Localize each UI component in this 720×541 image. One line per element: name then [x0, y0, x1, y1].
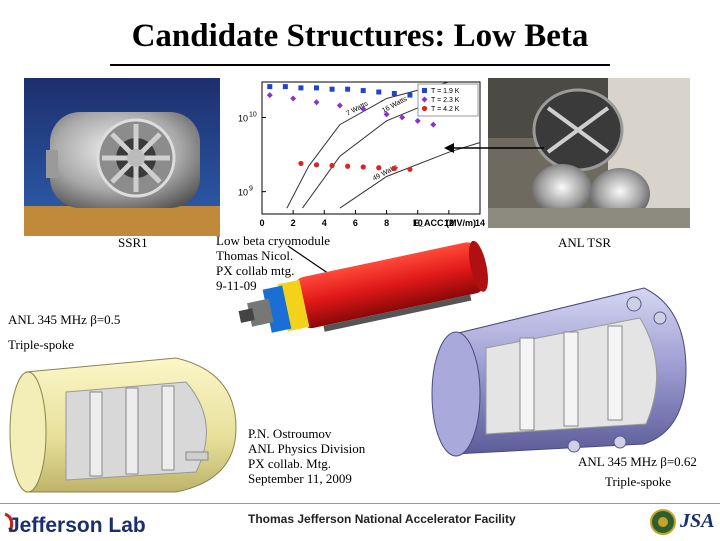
y-tick-exponent: 9	[249, 186, 253, 193]
data-point-2-3k	[360, 105, 367, 112]
data-point-1-9k	[267, 84, 273, 90]
data-point-4-2k	[407, 166, 413, 172]
cryomodule-line-4: 9-11-09	[216, 278, 257, 293]
data-point-4-2k	[345, 163, 351, 169]
slide-title: Candidate Structures: Low Beta	[131, 18, 589, 54]
legend-box	[417, 83, 479, 117]
x-tick-label: 12	[444, 218, 454, 228]
ostroumov-caption: P.N. Ostroumov ANL Physics Division PX c…	[248, 426, 365, 486]
x-tick-label: 0	[259, 218, 264, 228]
data-point-1-9k	[391, 90, 397, 96]
cryomodule-line-3: PX collab mtg.	[216, 263, 295, 278]
data-point-2-3k	[430, 121, 437, 128]
anl-right-line-1: ANL 345 MHz β=0.62	[578, 454, 697, 469]
tsr-photo	[488, 78, 690, 228]
x-tick-label: 2	[291, 218, 296, 228]
ssr1-photo	[24, 78, 220, 236]
triple-spoke-right-drawing	[431, 287, 687, 457]
ostroumov-line-2: ANL Physics Division	[248, 441, 366, 456]
triple-spoke-left-drawing	[9, 357, 237, 493]
data-point-4-2k	[360, 164, 366, 170]
data-point-4-2k	[329, 162, 335, 169]
x-axis-label: E_ACC (MV/m)	[413, 218, 476, 228]
legend-marker	[421, 96, 428, 103]
legend-label: T = 1.9 K	[431, 88, 460, 95]
data-point-1-9k	[298, 85, 304, 91]
legend-label: T = 4.2 K	[431, 106, 460, 113]
cryomodule-line-1: Low beta cryomodule	[216, 233, 331, 248]
data-point-2-3k	[399, 114, 406, 121]
power-curve	[286, 81, 450, 209]
data-point-4-2k	[313, 162, 320, 168]
anl-left-line-2: Triple-spoke	[8, 337, 74, 352]
ssr1-caption: SSR1	[118, 235, 148, 250]
legend-label: T = 2.3 K	[431, 97, 460, 104]
data-point-1-9k	[329, 86, 335, 92]
jsa-logo: JSA	[680, 510, 715, 532]
data-point-4-2k	[298, 160, 304, 167]
anl-left-line-1: ANL 345 MHz β=0.5	[8, 312, 121, 327]
title-divider	[110, 64, 610, 66]
cryomodule-line-2: Thomas Nicol.	[216, 248, 294, 263]
x-tick-label: 8	[384, 218, 389, 228]
data-point-1-9k	[407, 92, 413, 98]
ostroumov-line-3: PX collab. Mtg.	[248, 456, 332, 471]
cryomodule-drawing	[238, 240, 488, 333]
x-tick-label: 14	[475, 218, 485, 228]
data-point-2-3k	[414, 117, 421, 124]
x-tick-label: 4	[322, 218, 327, 228]
facility-name: Thomas Jefferson National Accelerator Fa…	[248, 512, 516, 526]
tsr-caption: ANL TSR	[558, 235, 612, 250]
doe-seal-icon	[650, 509, 676, 535]
x-tick-label: 6	[353, 218, 358, 228]
jefferson-lab-logo-icon	[4, 512, 14, 533]
data-point-2-3k	[383, 111, 390, 118]
y-tick-label: 10	[238, 188, 248, 198]
data-point-1-9k	[314, 85, 319, 91]
data-point-2-3k	[313, 99, 320, 106]
anl-left-caption: ANL 345 MHz β=0.5 Triple-spoke	[8, 312, 120, 352]
data-point-1-9k	[360, 88, 366, 94]
data-point-2-3k	[336, 102, 343, 109]
data-point-1-9k	[282, 84, 288, 90]
y-tick-exponent: 10	[249, 111, 257, 118]
data-point-1-9k	[376, 89, 382, 95]
data-point-4-2k	[391, 165, 397, 172]
legend-marker	[422, 88, 427, 93]
data-point-2-3k	[266, 92, 273, 99]
data-point-2-3k	[290, 95, 297, 102]
anl-right-caption: ANL 345 MHz β=0.62 Triple-spoke	[578, 454, 697, 489]
jefferson-lab-name: Jefferson Lab	[8, 514, 146, 537]
x-tick-label: 10	[413, 218, 423, 228]
data-point-1-9k	[345, 86, 351, 92]
footer-bar: Jefferson Lab Thomas Jefferson National …	[0, 503, 720, 541]
legend-marker	[421, 105, 428, 112]
cryomodule-caption: Low beta cryomodule Thomas Nicol. PX col…	[216, 233, 330, 293]
y-tick-label: 10	[238, 113, 248, 123]
ostroumov-line-4: September 11, 2009	[248, 471, 352, 486]
anl-right-line-2: Triple-spoke	[605, 474, 671, 489]
ostroumov-line-1: P.N. Ostroumov	[248, 426, 332, 441]
data-point-4-2k	[376, 165, 382, 171]
pointer-arrow	[444, 143, 544, 153]
